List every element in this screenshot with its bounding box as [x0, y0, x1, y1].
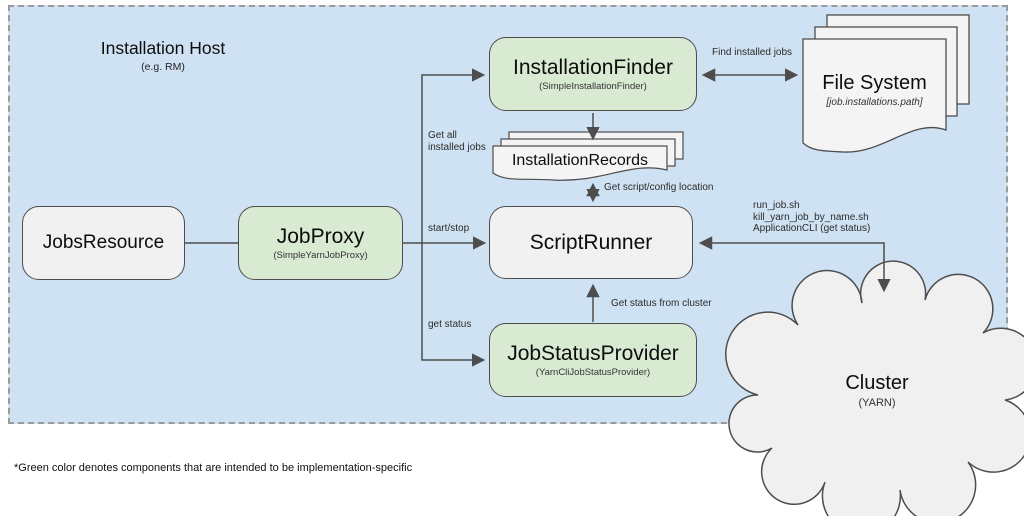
installation-records-label: InstallationRecords: [511, 152, 649, 169]
footnote: *Green color denotes components that are…: [14, 462, 413, 474]
label-get-all-installed-jobs: Get all installed jobs: [428, 130, 486, 153]
arrow-jobproxy-jobstatusprovider: [421, 243, 486, 367]
label-get-status: get status: [428, 319, 472, 330]
box-title: JobsResource: [42, 231, 165, 253]
box-subtitle: (SimpleYarnJobProxy): [273, 250, 368, 262]
box-title: InstallationFinder: [513, 55, 673, 79]
file-system-document: [802, 38, 947, 153]
box-job-proxy: JobProxy (SimpleYarnJobProxy): [238, 206, 403, 280]
box-jobs-resource: JobsResource: [22, 206, 185, 280]
box-job-status-provider: JobStatusProvider (YarnCliJobStatusProvi…: [489, 323, 697, 397]
installation-records-document: [492, 145, 668, 181]
region-subtitle: (e.g. RM): [141, 61, 185, 73]
arrow-scriptrunner-cluster: [698, 236, 891, 293]
region-title-block: Installation Host (e.g. RM): [58, 38, 268, 73]
label-start-stop: start/stop: [428, 223, 470, 234]
file-system-label: File System [job.installations.path]: [822, 72, 927, 108]
region-title: Installation Host: [100, 38, 226, 58]
box-title: JobProxy: [276, 224, 365, 248]
box-title: ScriptRunner: [529, 230, 653, 254]
cluster-label: Cluster (YARN): [845, 372, 909, 409]
label-find-installed-jobs: Find installed jobs: [712, 47, 793, 58]
box-subtitle: (SimpleInstallationFinder): [539, 81, 647, 93]
box-installation-finder: InstallationFinder (SimpleInstallationFi…: [489, 37, 697, 111]
label-get-status-from-cluster: Get status from cluster: [611, 298, 712, 309]
arrow-jobproxy-installationfinder: [421, 68, 486, 243]
box-script-runner: ScriptRunner: [489, 206, 693, 279]
label-get-script-config-location: Get script/config location: [604, 182, 714, 193]
box-subtitle: (YarnCliJobStatusProvider): [535, 367, 651, 379]
label-cluster-commands: run_job.sh kill_yarn_job_by_name.sh Appl…: [753, 200, 871, 234]
box-title: JobStatusProvider: [507, 341, 679, 365]
